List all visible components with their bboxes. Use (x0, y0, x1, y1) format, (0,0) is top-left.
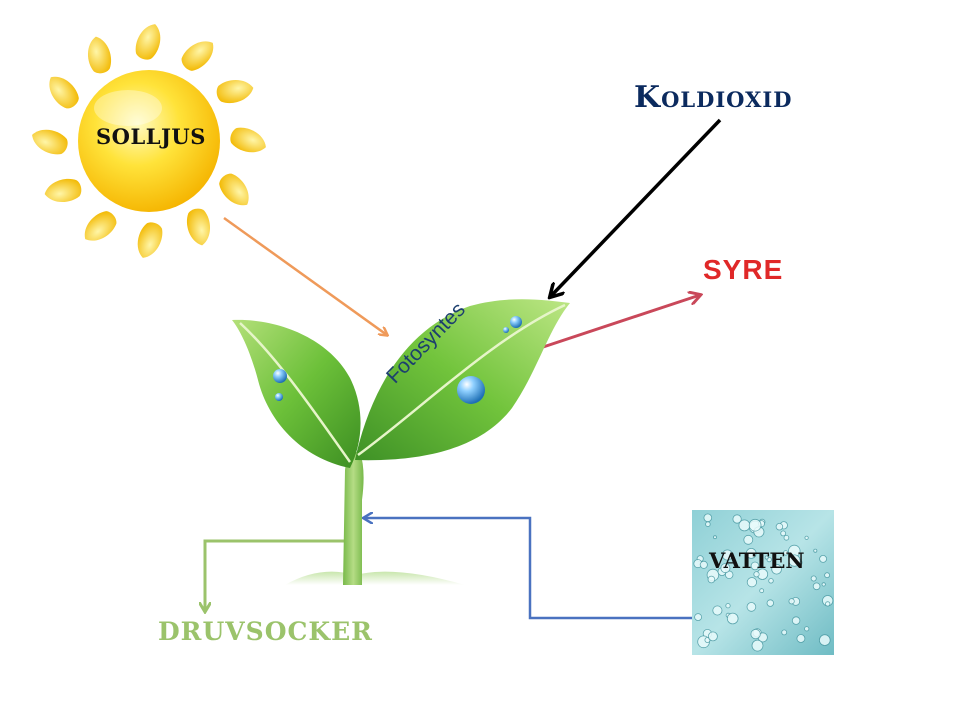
water-bubble (743, 534, 754, 545)
water-bubble (699, 560, 708, 569)
water-bubble (788, 598, 795, 605)
water-bubble (746, 602, 757, 612)
water-bubble (818, 634, 831, 646)
water-bubble (703, 513, 713, 523)
sun-ray (87, 36, 112, 74)
water-droplet (275, 393, 283, 401)
carbon-dioxide-label: Koldioxid (634, 80, 793, 115)
sun-ray (186, 208, 211, 246)
left-leaf-vein (239, 322, 352, 463)
water-bubble (804, 626, 810, 632)
water-bubble (771, 563, 782, 575)
sun-ray (181, 41, 214, 71)
water-bubble (783, 550, 789, 556)
water-bubble (708, 631, 718, 642)
sun-icon (32, 24, 266, 258)
water-bubble (726, 612, 739, 625)
water-droplet (503, 327, 509, 333)
sun-ray (84, 211, 117, 241)
water-bubble (750, 561, 760, 571)
sun-ray (230, 127, 266, 153)
water-bubble (788, 554, 801, 567)
water-bubble (745, 548, 757, 559)
glucose-label: DRUVSOCKER (158, 617, 373, 646)
sun-ray (49, 76, 79, 109)
water-drops-icon (692, 510, 834, 655)
water-bubble (720, 563, 731, 574)
water-bubble (759, 588, 765, 594)
water-bubble (821, 582, 826, 587)
water-bubble (705, 521, 711, 527)
left-leaf (232, 319, 361, 468)
water-bubble (732, 514, 742, 524)
water-bubble (748, 518, 762, 532)
water-bubble (713, 535, 717, 540)
sun-highlight (94, 90, 162, 126)
water-label: VATTEN (709, 548, 805, 573)
oxygen-label: SYRE (703, 254, 784, 285)
plant-stem (343, 452, 364, 585)
sun-ray (219, 173, 249, 206)
water-droplet (273, 369, 287, 383)
water-bubble (707, 575, 716, 584)
water-bubble (810, 575, 817, 582)
water-bubble (766, 599, 774, 607)
water-bubble (781, 629, 788, 636)
water-bubble (694, 613, 702, 621)
water-bubble (819, 555, 827, 563)
water-bubble (725, 603, 731, 609)
water-bubble (804, 535, 809, 540)
sun-ray (137, 222, 163, 258)
water-bubble (791, 616, 801, 625)
water-bubble (753, 571, 760, 578)
water-bubble (824, 572, 830, 579)
water-arrow (364, 518, 697, 620)
sun-ray (32, 129, 68, 155)
sun-ray (216, 79, 254, 104)
water-bubble (712, 605, 723, 616)
water-bubble (812, 582, 821, 591)
water-bubble (783, 534, 790, 541)
water-bubble (780, 530, 787, 537)
water-bubble (796, 634, 806, 643)
water-bubbles (693, 513, 834, 652)
seedling-icon (232, 299, 570, 585)
sun-ray (135, 24, 161, 60)
sunlight-label: SOLLJUS (96, 124, 206, 149)
carbon-dioxide-arrow (551, 118, 722, 296)
water-bubble (751, 639, 764, 652)
water-bubble (768, 578, 774, 584)
sun-ray (44, 178, 82, 203)
right-leaf-vein (357, 303, 566, 457)
sun-rays (32, 24, 266, 258)
water-bubble (750, 628, 761, 640)
water-bubble (813, 548, 818, 553)
sunlight-arrow (223, 216, 387, 335)
water-bubble (825, 601, 831, 607)
water-droplet (457, 376, 485, 404)
water-droplet (510, 316, 522, 328)
glucose-arrow (205, 539, 347, 611)
water-bubble (721, 549, 733, 561)
plant-reflection (285, 571, 465, 585)
water-bubble (775, 523, 784, 531)
water-bubble (746, 577, 758, 588)
water-bubble (764, 555, 769, 560)
sun-disc (78, 70, 220, 212)
